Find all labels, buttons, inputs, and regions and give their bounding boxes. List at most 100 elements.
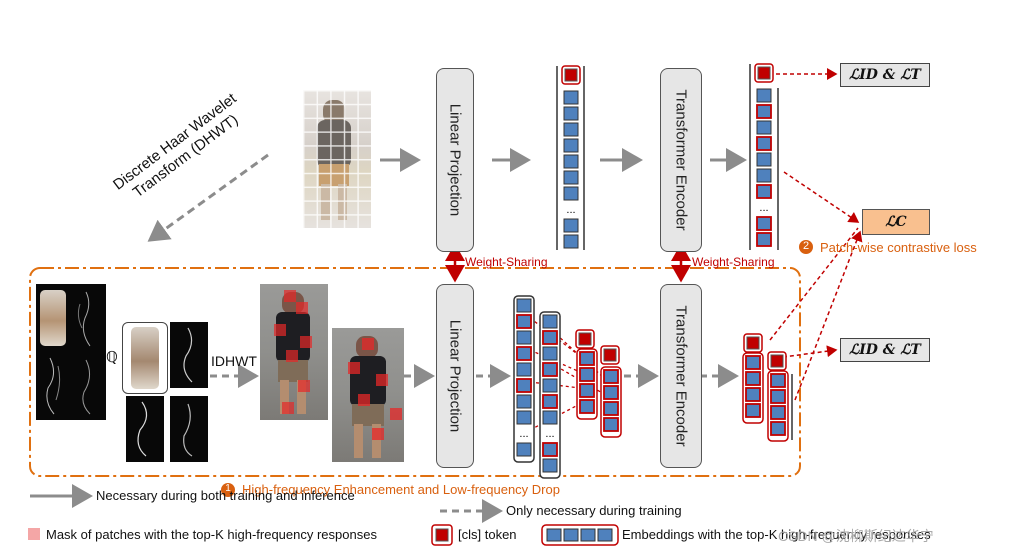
token-highfreq [579,367,595,382]
token [756,152,772,167]
token [563,234,579,249]
transformer-encoder-bottom: Transformer Encoder [660,284,702,468]
loss-id-t-top: ℒID & ℒT [840,63,930,87]
step-1-number: 1 [225,483,231,494]
loss-id-t-bottom: ℒID & ℒT [840,338,930,362]
token [542,346,558,361]
subband-hl-enhanced [126,396,164,462]
subband-ll [36,284,70,352]
q-symbol: ℚ [106,349,118,366]
token [542,378,558,393]
token [563,138,579,153]
weight-sharing-label-lp: Weight-Sharing [465,255,548,269]
token-highfreq [603,417,619,432]
token [563,106,579,121]
token [756,88,772,103]
token-highfreq [579,383,595,398]
input-image-top [303,90,371,228]
patch-wise-label: Patch-wise contrastive loss [820,240,977,255]
token-highfreq [603,385,619,400]
cls-token-bottom-output-a [743,333,763,353]
token-highfreq [542,362,558,377]
token-highfreq [756,184,772,199]
token-highfreq [516,346,532,361]
token-column-bottom-output-b [767,370,789,442]
arrow-cls-bottom-diag [769,227,859,341]
legend-embedding-cell [563,528,579,542]
token-highfreq [770,421,786,436]
token [563,90,579,105]
token-highfreq [756,216,772,231]
token-column-selected-b [600,366,622,438]
legend-dashed-label: Only necessary during training [506,503,682,518]
token [563,218,579,233]
linear-projection-top: Linear Projection [436,68,474,252]
token [516,330,532,345]
cls-token-selected-b [600,345,620,365]
idhwt-label: IDHWT [211,353,257,369]
legend-mask-swatch [28,528,40,540]
token-highfreq [756,136,772,151]
cls-token-top-output [754,63,774,83]
token-column-selected-a [576,348,598,420]
token-highfreq [516,314,532,329]
hf-enhancement-label: High-frequency Enhancement and Low-frequ… [242,482,560,497]
token-highfreq [603,401,619,416]
cls-token-bottom-output-b [767,351,787,371]
token [516,298,532,313]
token [542,314,558,329]
token [516,442,532,457]
token [563,170,579,185]
token-highfreq [756,104,772,119]
arrow-bottom-to-lossc [794,230,863,401]
token-highfreq [770,373,786,388]
watermark: CSDN @沈柳斯纪达华宁 [778,528,934,544]
subband-lh-enhanced [170,322,208,388]
token-highfreq [770,389,786,404]
token-ellipsis: ... [759,202,768,214]
token-highfreq [542,330,558,345]
subband-hl [36,352,70,420]
token-column-bottom-b: ... [539,311,561,479]
token-highfreq [542,442,558,457]
token-ellipsis: ... [519,428,528,440]
legend-solid-label: Necessary during both training and infer… [96,488,355,503]
dhwt-arrow [147,153,269,242]
token-highfreq [745,355,761,370]
reconstructed-image-2 [332,328,404,462]
token-highfreq [603,369,619,384]
token-column-bottom-output-a [742,352,764,424]
token [516,410,532,425]
arrow-top-to-lossc [783,171,860,223]
token-ellipsis: ... [545,428,554,440]
token-highfreq [745,387,761,402]
token-column-top-output: ... [756,88,772,247]
reconstructed-image-1 [260,284,328,420]
token-highfreq [745,371,761,386]
legend-embedding-cell [546,528,562,542]
token-column-top-input: ... [563,90,579,249]
token-highfreq [579,399,595,414]
token [542,410,558,425]
subband-lh [70,284,106,352]
token [542,458,558,473]
legend-embedding-cell [580,528,596,542]
token [563,154,579,169]
token-column-bottom-a: ... [513,295,535,463]
weight-sharing-label-te: Weight-Sharing [692,255,775,269]
step-2-number: 2 [802,240,810,252]
token-highfreq [516,378,532,393]
legend-mask-label: Mask of patches with the top-K high-freq… [46,527,377,542]
subband-hh [70,352,106,420]
legend-embedding-cell [597,528,613,542]
hf-region-border [29,267,801,477]
token-highfreq [745,403,761,418]
legend-embedding-label: Embeddings with the top-K high-frequency… [622,527,931,542]
token-highfreq [756,232,772,247]
cls-token-top-input [561,65,581,85]
token [516,394,532,409]
token-highfreq [542,394,558,409]
token [756,120,772,135]
linear-projection-bottom: Linear Projection [436,284,474,468]
